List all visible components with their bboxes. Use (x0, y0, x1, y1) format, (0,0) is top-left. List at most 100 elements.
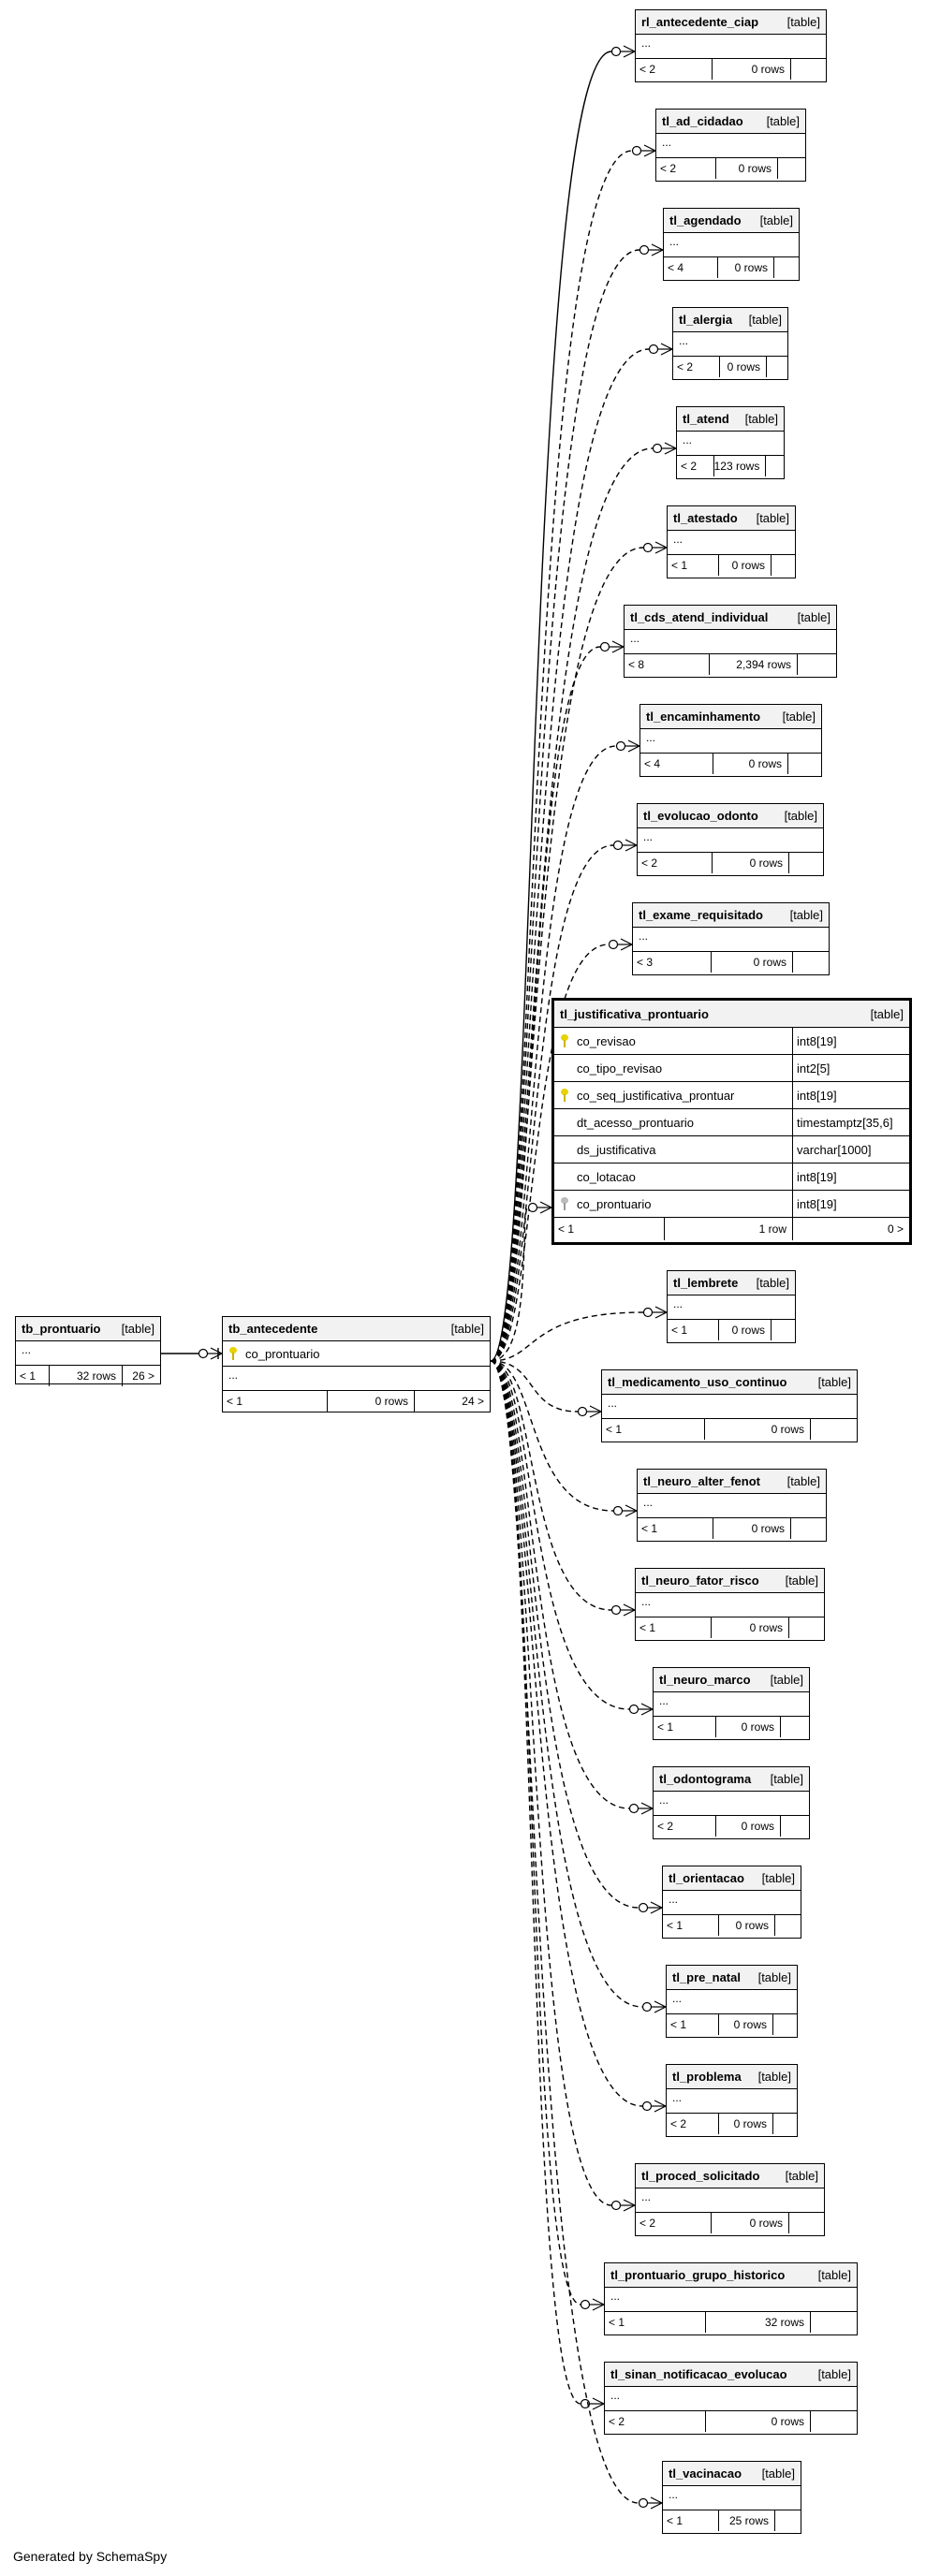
table-tl-sinan-notificacao-evolucao[interactable]: tl_sinan_notificacao_evolucao[table]...<… (604, 2362, 858, 2435)
blank-key-slot (560, 1170, 569, 1183)
table-tb-prontuario[interactable]: tb_prontuario [table] ... < 1 32 rows 26… (15, 1316, 161, 1386)
edge-end-crow-bottom (654, 2006, 667, 2013)
outgoing-count (772, 1320, 795, 1340)
table-header: tl_proced_solicitado[table] (636, 2164, 824, 2188)
edge-end-focus-optional-circle (527, 1202, 538, 1213)
table-name: tl_alergia (679, 313, 733, 327)
relationship-edge (490, 1360, 643, 2107)
row-count: 0 rows (705, 1419, 811, 1440)
table-header: tl_neuro_fator_risco[table] (636, 1569, 824, 1593)
table-tl-medicamento-uso-continuo[interactable]: tl_medicamento_uso_continuo[table]...< 1… (601, 1369, 858, 1442)
edge-end-crow-top (589, 1405, 602, 1412)
table-header: tl_ad_cidadao[table] (656, 110, 805, 134)
table-header: tb_antecedente [table] (223, 1317, 490, 1341)
table-name: tl_ad_cidadao (662, 114, 743, 128)
column-row[interactable]: co_prontuario (223, 1341, 490, 1367)
row-count: 0 rows (716, 1717, 781, 1737)
edge-end-crow-top (625, 839, 638, 846)
edge-end-crow-bottom (623, 2204, 636, 2212)
row-count: 0 rows (713, 853, 789, 873)
column-type: int8[19] (792, 1191, 909, 1217)
edge-end-crow-bottom (627, 745, 640, 753)
outgoing-count (775, 1915, 801, 1936)
table-type: [table] (782, 710, 816, 724)
row-count: 0 rows (712, 1617, 789, 1638)
table-header: tl_lembrete[table] (668, 1271, 795, 1295)
incoming-count: < 1 (668, 555, 719, 576)
row-count: 32 rows (50, 1366, 123, 1386)
table-header: tl_cds_atend_individual[table] (625, 606, 836, 630)
table-name: tl_exame_requisitado (639, 908, 763, 922)
table-tb-antecedente[interactable]: tb_antecedente [table] co_prontuario ...… (222, 1316, 491, 1412)
edge-end-crow-top (620, 938, 633, 945)
outgoing-count (791, 59, 826, 80)
table-footer: < 1 32 rows 26 > (16, 1366, 160, 1386)
outgoing-count (781, 1717, 809, 1737)
table-type: [table] (786, 1474, 820, 1488)
incoming-count: < 1 (638, 1518, 713, 1539)
relationship-edge-focus (490, 1207, 529, 1362)
table-type: [table] (744, 412, 778, 426)
table-tl-justificativa-prontuario[interactable]: tl_justificativa_prontuario [table] co_r… (551, 998, 912, 1245)
table-type: [table] (757, 1970, 791, 1984)
edge-end-optional-circle (638, 1902, 649, 1913)
table-type: [table] (757, 2070, 791, 2084)
edge-end-optional-circle (631, 145, 642, 156)
table-type: [table] (785, 1573, 818, 1588)
edge-end-crow-bottom (654, 1311, 668, 1319)
row-count: 0 rows (712, 952, 793, 973)
column-name: co_prontuario (245, 1346, 320, 1361)
outgoing-count (793, 952, 829, 973)
outgoing-count (791, 1518, 826, 1539)
table-name: tl_sinan_notificacao_evolucao (610, 2367, 787, 2381)
relationship-edge (490, 844, 614, 1362)
table-name: tl_problema (672, 2070, 742, 2084)
columns-ellipsis: ... (16, 1341, 160, 1366)
table-name: tl_evolucao_odonto (643, 809, 758, 823)
edge-end-crow-top (654, 2100, 667, 2107)
row-count: 0 rows (718, 257, 774, 278)
table-header: tl_problema [table] (667, 2065, 797, 2089)
table-tl-prontuario-grupo-historico[interactable]: tl_prontuario_grupo_historico[table]...<… (604, 2262, 858, 2335)
table-name: tl_odontograma (659, 1772, 752, 1786)
outgoing-count (766, 456, 784, 476)
table-header: tl_encaminhamento[table] (640, 705, 821, 729)
row-count: 0 rows (713, 1518, 791, 1539)
outgoing-count (798, 654, 836, 675)
edge-end-optional-circle (628, 1704, 639, 1715)
table-name: tl_pre_natal (672, 1970, 741, 1984)
row-count: 1 row (665, 1218, 793, 1240)
